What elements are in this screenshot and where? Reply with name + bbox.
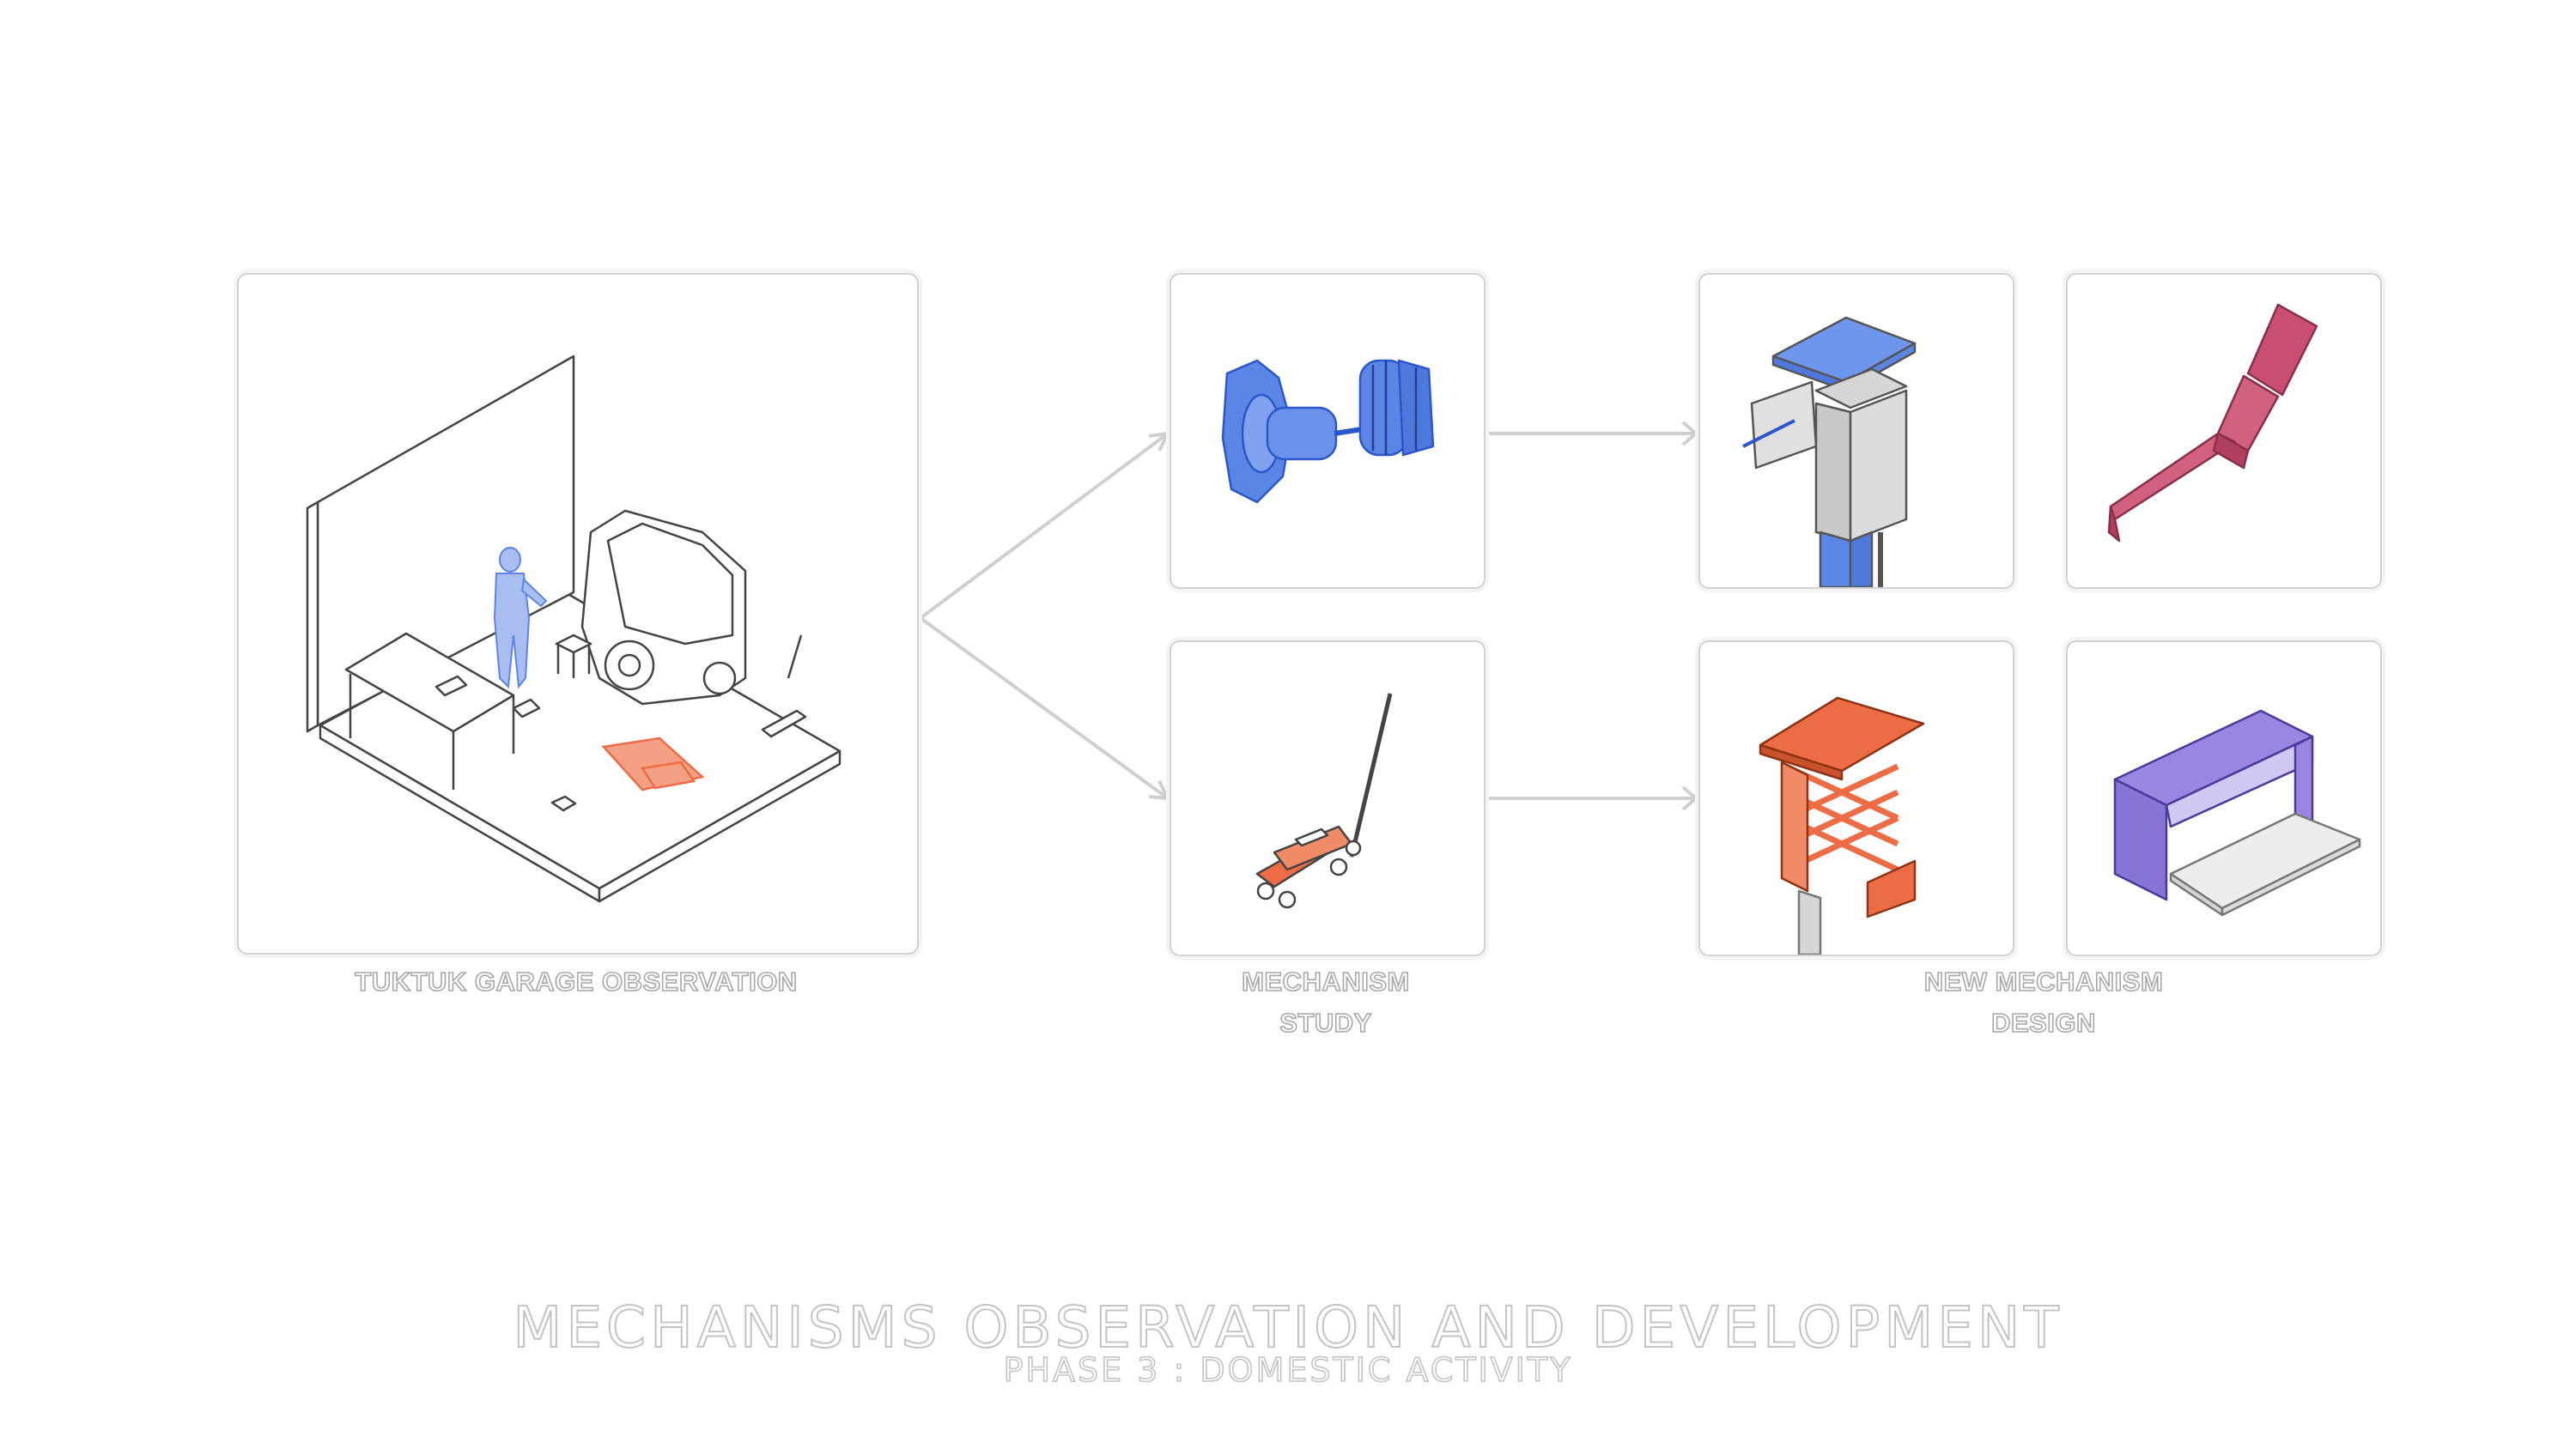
design-column-panel <box>1698 273 2014 589</box>
page-title: MECHANISMS OBSERVATION AND DEVELOPMENT <box>512 1294 2063 1361</box>
garage-caption: TUKTUK GARAGE OBSERVATION <box>354 966 798 997</box>
page-subtitle: PHASE 3 : DOMESTIC ACTIVITY <box>1003 1350 1573 1390</box>
design-arm-panel <box>2066 273 2382 589</box>
mechanism-study-caption: MECHANISM STUDY <box>1241 966 1410 1039</box>
fold-out-bench-icon <box>2113 709 2361 917</box>
scissor-lift-icon <box>1759 696 1925 955</box>
folding-arm-icon <box>2107 303 2318 543</box>
design-scissor-panel <box>1698 640 2014 956</box>
arrow-to-study-bottom <box>919 616 1170 800</box>
mechanism-study-jack-panel <box>1170 640 1485 956</box>
design-bench-panel <box>2066 640 2382 956</box>
mechanism-study-gear-panel <box>1170 273 1485 589</box>
isometric-garage-scene-icon <box>306 355 841 903</box>
garage-observation-panel <box>237 273 919 955</box>
arrow-to-study-top <box>919 432 1170 620</box>
new-design-caption: NEW MECHANISM DESIGN <box>1923 966 2164 1039</box>
column-mechanism-icon <box>1742 316 1917 587</box>
gear-shaft-mechanism-icon <box>1221 359 1435 504</box>
floor-jack-icon <box>1255 693 1393 909</box>
